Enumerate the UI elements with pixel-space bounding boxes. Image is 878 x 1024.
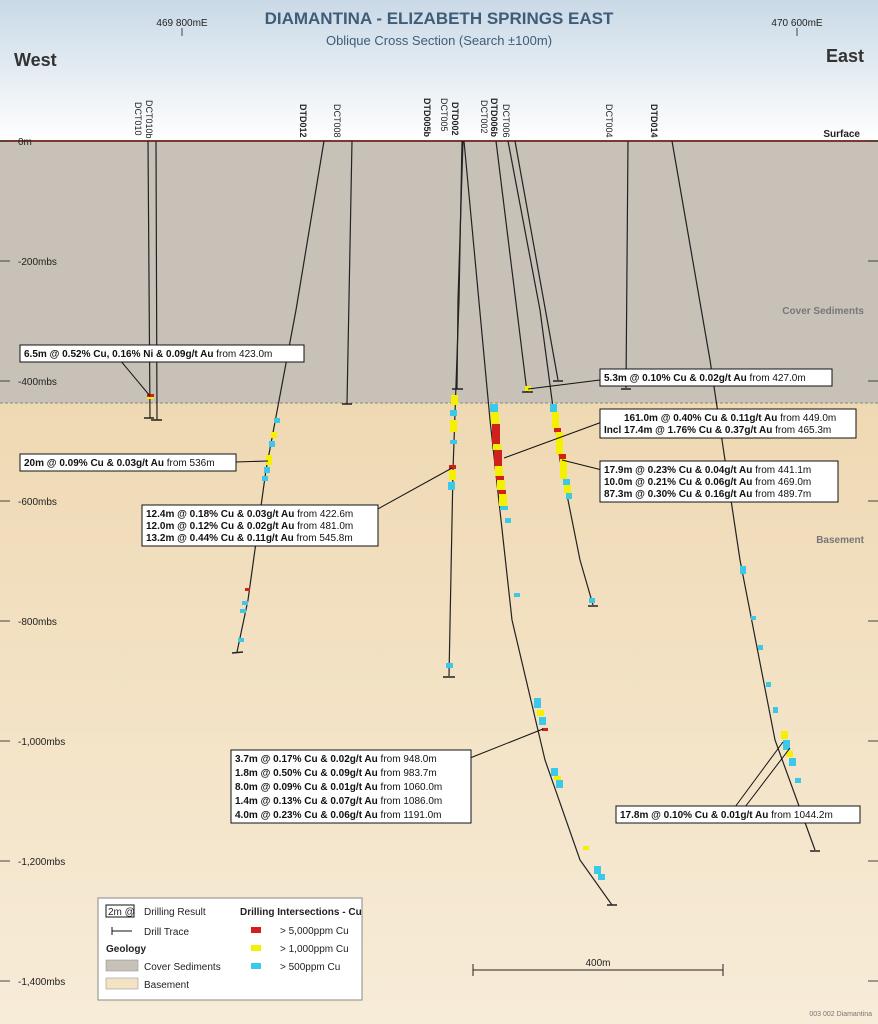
svg-text:5.3m @ 0.10% Cu & 0.02g/t Au f: 5.3m @ 0.10% Cu & 0.02g/t Au from 427.0m [604, 373, 806, 384]
hole-label-dct002: DCT002 [479, 100, 489, 134]
svg-text:Drilling Intersections - Cu: Drilling Intersections - Cu [240, 907, 362, 918]
depth-label-600: -600mbs [18, 497, 57, 508]
annotation-dtd005b: 12.4m @ 0.18% Cu & 0.03g/t Au from 422.6… [141, 504, 379, 547]
svg-text:17.9m @ 0.23% Cu & 0.04g/t Au: 17.9m @ 0.23% Cu & 0.04g/t Au from 441.1… [604, 465, 811, 476]
trace-dct010b [147, 140, 151, 419]
end-of-hole-markers [144, 380, 820, 906]
annotation-dtd014: 17.8m @ 0.10% Cu & 0.01g/t Au from 1044.… [615, 805, 861, 824]
svg-text:1.8m @ 0.50% Cu & 0.09g/t Au f: 1.8m @ 0.50% Cu & 0.09g/t Au from 983.7m [235, 768, 437, 779]
cover-swatch [105, 959, 139, 972]
cu-high-swatch [251, 927, 261, 933]
section-subtitle: Oblique Cross Section (Search ±100m) [326, 33, 552, 48]
cu-mid-swatch [251, 945, 261, 951]
legend: 2m @ Drilling Result Drill Trace Geology… [97, 897, 363, 1001]
sky-background [0, 0, 878, 141]
hole-label-dct005: DCT005 [439, 98, 449, 132]
svg-text:20m @ 0.09% Cu & 0.03g/t Au fr: 20m @ 0.09% Cu & 0.03g/t Au from 536m [24, 458, 215, 469]
trace-dct010 [155, 140, 158, 421]
depth-label-1000: -1,000mbs [18, 737, 65, 748]
svg-text:10.0m @ 0.21% Cu & 0.06g/t Au: 10.0m @ 0.21% Cu & 0.06g/t Au from 469.0… [604, 477, 811, 488]
trace-dtd014 [671, 140, 816, 851]
svg-text:12.0m @ 0.12% Cu & 0.02g/t Au: 12.0m @ 0.12% Cu & 0.02g/t Au from 481.0… [146, 521, 353, 532]
surface-label: Surface [823, 129, 860, 140]
svg-text:161.0m @ 0.40% Cu & 0.11g/t Au: 161.0m @ 0.40% Cu & 0.11g/t Au from 449.… [624, 413, 836, 424]
svg-text:Cover Sediments: Cover Sediments [144, 962, 221, 973]
svg-text:Drill Trace: Drill Trace [144, 927, 189, 938]
trace-dct002 [495, 140, 528, 393]
svg-text:> 5,000ppm Cu: > 5,000ppm Cu [280, 926, 349, 937]
svg-text:17.8m @ 0.10% Cu & 0.01g/t Au: 17.8m @ 0.10% Cu & 0.01g/t Au from 1044.… [620, 810, 833, 821]
svg-text:6.5m @ 0.52% Cu, 0.16% Ni & 0.: 6.5m @ 0.52% Cu, 0.16% Ni & 0.09g/t Au f… [24, 349, 272, 360]
result-icon [105, 904, 135, 918]
hole-label-dtd014: DTD014 [649, 104, 659, 138]
trace-dct005 [456, 140, 464, 390]
svg-text:8.0m @ 0.09% Cu & 0.01g/t Au f: 8.0m @ 0.09% Cu & 0.01g/t Au from 1060.0… [235, 782, 442, 793]
hole-label-dtd012: DTD012 [298, 104, 308, 138]
east-label: East [826, 46, 864, 66]
hole-label-dct010: DCT010 [133, 102, 143, 136]
depth-label-1400: -1,400mbs [18, 977, 65, 988]
svg-text:2m @: 2m @ [108, 907, 135, 918]
svg-text:Drilling Result: Drilling Result [144, 907, 206, 918]
hole-label-dtd002: DTD002 [450, 102, 460, 136]
annotation-dtd006b: 17.9m @ 0.23% Cu & 0.04g/t Au from 441.1… [599, 460, 839, 503]
svg-text:Incl 17.4m @ 1.76% Cu & 0.37g: Incl 17.4m @ 1.76% Cu & 0.37g/t Au from … [604, 425, 831, 436]
hole-label-dct004: DCT004 [604, 104, 614, 138]
west-label: West [14, 50, 57, 70]
svg-text:12.4m @ 0.18% Cu & 0.03g/t Au: 12.4m @ 0.18% Cu & 0.03g/t Au from 422.6… [146, 509, 353, 520]
hole-label-dtd006b: DTD006b [489, 98, 499, 138]
trace-dct006 [514, 140, 559, 381]
annotation-dct010: 6.5m @ 0.52% Cu, 0.16% Ni & 0.09g/t Au f… [19, 344, 305, 363]
easting-left: 469 800mE [156, 18, 207, 29]
svg-text:87.3m @ 0.30% Cu & 0.16g/t Au: 87.3m @ 0.30% Cu & 0.16g/t Au from 489.7… [604, 489, 811, 500]
annotation-dtd002-upper: 161.0m @ 0.40% Cu & 0.11g/t Au from 449.… [599, 408, 857, 439]
svg-text:Geology: Geology [106, 944, 146, 955]
svg-text:> 1,000ppm Cu: > 1,000ppm Cu [280, 944, 349, 955]
depth-label-1200: -1,200mbs [18, 857, 65, 868]
svg-text:> 500ppm Cu: > 500ppm Cu [280, 962, 340, 973]
svg-text:4.0m @ 0.23% Cu & 0.06g/t Au f: 4.0m @ 0.23% Cu & 0.06g/t Au from 1191.0… [235, 810, 442, 821]
svg-text:3.7m @ 0.17% Cu & 0.02g/t Au f: 3.7m @ 0.17% Cu & 0.02g/t Au from 948.0m [235, 754, 437, 765]
depth-label-400: -400mbs [18, 377, 57, 388]
trace-dtd002 [463, 140, 613, 906]
svg-text:Basement: Basement [144, 980, 189, 991]
depth-label-200: -200mbs [18, 257, 57, 268]
hole-label-dct006: DCT006 [501, 104, 511, 138]
cover-sediments-layer [0, 141, 878, 403]
annotation-dtd012: 20m @ 0.09% Cu & 0.03g/t Au from 536m [19, 453, 237, 472]
trace-dct008 [346, 140, 353, 405]
drill-traces [147, 140, 816, 906]
hole-label-dct010b: DCT010b [144, 100, 154, 139]
basement-label: Basement [816, 535, 864, 546]
cu-low-swatch [251, 963, 261, 969]
svg-text:400m: 400m [585, 958, 610, 969]
trace-dct004 [625, 140, 629, 389]
cu-intersections [147, 386, 801, 880]
credit: 003 002 Diamantina [809, 1011, 872, 1018]
hole-label-dct008: DCT008 [332, 104, 342, 138]
scale-bar: 400m [472, 958, 724, 976]
svg-text:1.4m @ 0.13% Cu & 0.07g/t Au f: 1.4m @ 0.13% Cu & 0.07g/t Au from 1086.0… [235, 796, 442, 807]
section-title: DIAMANTINA - ELIZABETH SPRINGS EAST [265, 9, 614, 28]
annotation-dtd002-lower: 3.7m @ 0.17% Cu & 0.02g/t Au from 948.0m… [230, 749, 472, 824]
easting-right: 470 600mE [771, 18, 822, 29]
depth-ticks [0, 28, 878, 982]
cover-sediments-label: Cover Sediments [782, 306, 864, 317]
hole-label-dtd005b: DTD005b [422, 98, 432, 138]
depth-label-0: 0m [18, 137, 32, 148]
leader-lines [119, 359, 791, 808]
basement-swatch [105, 977, 139, 990]
annotation-dct002: 5.3m @ 0.10% Cu & 0.02g/t Au from 427.0m [599, 368, 833, 387]
depth-label-800: -800mbs [18, 617, 57, 628]
svg-text:13.2m @ 0.44% Cu & 0.11g/t Au: 13.2m @ 0.44% Cu & 0.11g/t Au from 545.8… [146, 533, 353, 544]
